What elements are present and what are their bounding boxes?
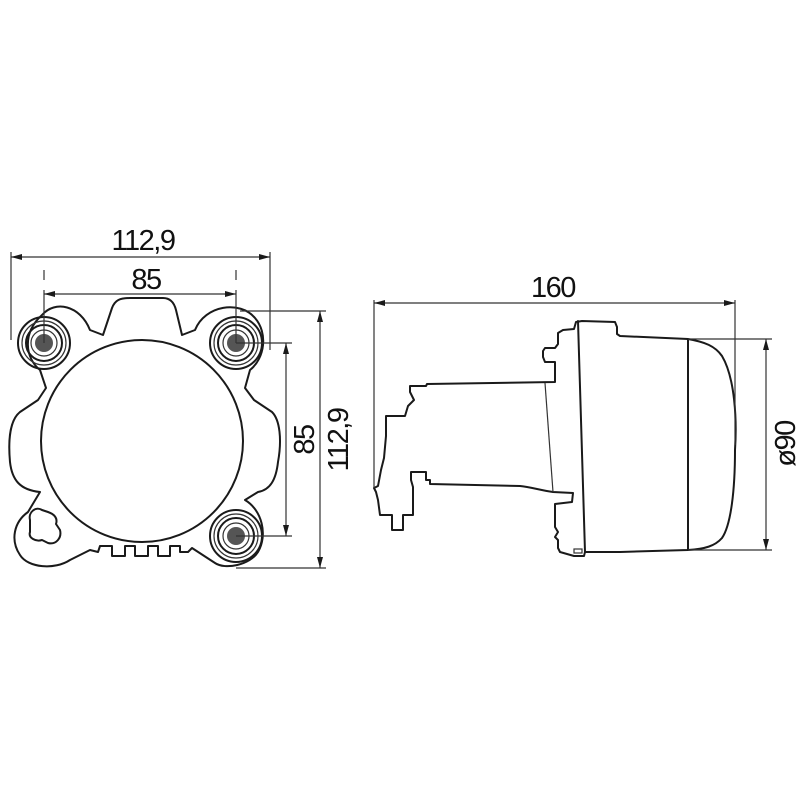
bottom-tab	[573, 548, 583, 554]
label-lens-diameter: ø90	[770, 421, 800, 467]
dim-hole-spacing-width: 85	[43, 264, 237, 343]
dim-overall-width: 112,9	[10, 225, 271, 350]
housing-flange-line	[577, 320, 586, 553]
label-hole-spacing-height: 85	[289, 425, 321, 455]
rear-bracket	[373, 320, 737, 557]
dim-overall-height: 112,9	[236, 310, 355, 569]
label-overall-width: 112,9	[112, 225, 175, 257]
dim-lens-diameter: ø90	[688, 338, 800, 551]
label-hole-spacing-width: 85	[131, 264, 161, 296]
label-overall-depth: 160	[531, 272, 575, 304]
label-overall-height: 112,9	[323, 408, 355, 471]
adjuster-slot	[28, 507, 62, 545]
dim-hole-spacing-height: 85	[236, 342, 321, 537]
lens-circle	[40, 339, 244, 543]
dim-overall-depth: 160	[373, 272, 736, 488]
side-view: 160 ø90	[373, 272, 800, 557]
flange-edge	[544, 382, 554, 493]
housing-outline	[8, 297, 281, 568]
front-view: 112,9 85 85 112	[8, 225, 355, 569]
